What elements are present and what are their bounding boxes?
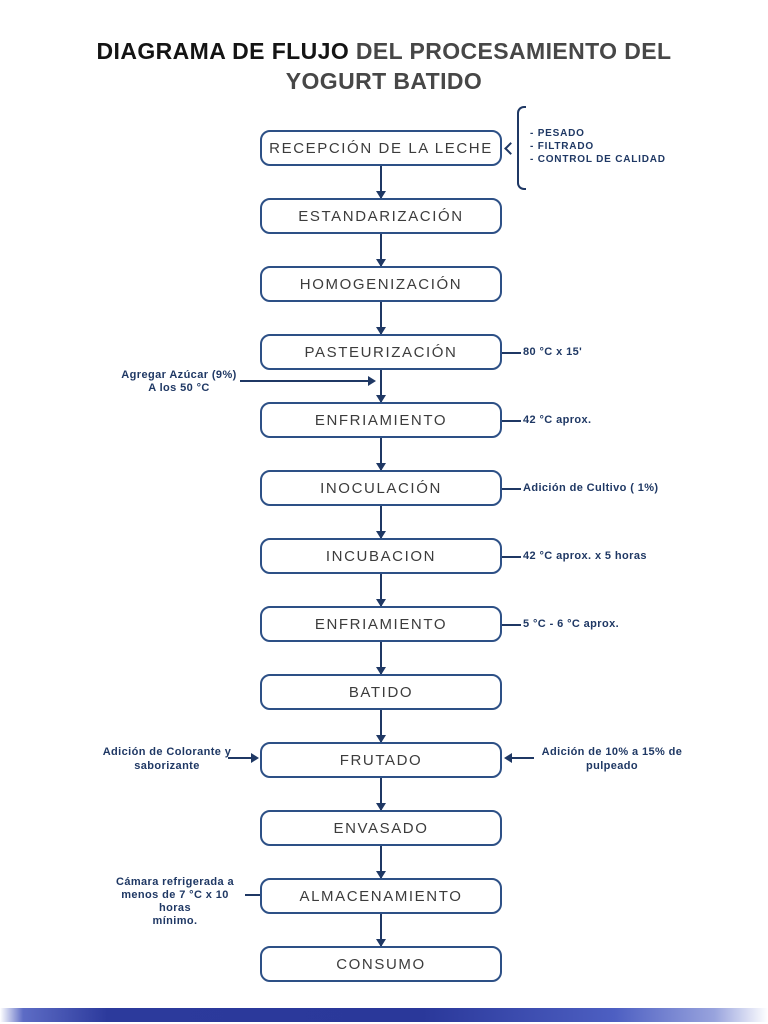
connector-line-inoculacion [502,488,521,490]
flow-step-box: HOMOGENIZACIÓN [260,266,502,302]
note-camara-line2: menos de 7 °C x 10 horas [121,889,229,914]
note-camara-line3: mínimo. [152,915,198,927]
flow-step-label: ESTANDARIZACIÓN [298,207,464,225]
connector-line-enfriamiento1 [502,420,521,422]
flow-arrow-down [376,166,386,199]
flow-step-box: FRUTADO [260,742,502,778]
flow-arrow-down [376,914,386,947]
flow-arrow-down [376,846,386,879]
arrow-colorante [228,753,259,763]
flow-step-label: ENFRIAMIENTO [314,411,448,429]
flow-step-box: ENFRIAMIENTO [260,606,502,642]
reception-note-filtrado: - FILTRADO [530,141,594,152]
note-azucar: Agregar Azúcar (9%) A los 50 °C [118,369,240,395]
page-title-line1: DIAGRAMA DE FLUJO DEL PROCESAMIENTO DEL [0,36,768,66]
flow-step-box: CONSUMO [260,946,502,982]
flow-step-label: CONSUMO [336,955,426,973]
flow-step-box: ALMACENAMIENTO [260,878,502,914]
flow-step-label: ENVASADO [333,819,429,837]
page-title-part1: DIAGRAMA DE FLUJO [96,38,350,64]
connector-line-camara [245,894,260,896]
flow-step-label: BATIDO [348,683,414,701]
flow-step-box: ENVASADO [260,810,502,846]
flow-step-label: INOCULACIÓN [320,479,442,497]
note-enfriamiento1: 42 °C aprox. [523,414,592,426]
note-azucar-line2: A los 50 °C [148,382,210,394]
reception-note-control: - CONTROL DE CALIDAD [530,154,666,165]
flow-step-box: ESTANDARIZACIÓN [260,198,502,234]
flow-arrow-down [376,370,386,403]
flow-arrow-down [376,438,386,471]
flow-arrow-down [376,710,386,743]
reception-notes-list: - PESADO - FILTRADO - CONTROL DE CALIDAD [530,127,666,166]
note-colorante: Adición de Colorante y saborizante [102,745,232,773]
note-pulpeado: Adición de 10% a 15% de pulpeado [536,745,688,773]
flow-arrow-down [376,506,386,539]
flow-step-label: HOMOGENIZACIÓN [299,275,463,293]
page-footer-bar [0,1008,768,1022]
note-pulpeado-line1: Adición de 10% a 15% de [541,746,683,758]
flow-arrow-down [376,778,386,811]
connector-line-incubacion [502,556,521,558]
flow-step-label: RECEPCIÓN DE LA LECHE [269,139,493,157]
note-pulpeado-line2: pulpeado [585,760,639,772]
flow-step-box: BATIDO [260,674,502,710]
page-title-part2: DEL PROCESAMIENTO DEL [349,38,672,64]
flow-step-label: INCUBACION [325,547,437,565]
note-inoculacion: Adición de Cultivo ( 1%) [523,482,659,494]
flow-arrow-down [376,302,386,335]
flow-step-label: ALMACENAMIENTO [299,887,463,905]
note-colorante-line2: saborizante [134,760,200,772]
note-camara-line1: Cámara refrigerada a [115,876,235,888]
note-camara: Cámara refrigerada a menos de 7 °C x 10 … [106,876,244,928]
flow-arrow-down [376,574,386,607]
arrow-pulpeado [504,753,534,763]
flow-step-box: PASTEURIZACIÓN [260,334,502,370]
connector-line-enfriamiento2 [502,624,521,626]
connector-line-pasteurizacion [502,352,521,354]
note-azucar-line1: Agregar Azúcar (9%) [121,369,237,381]
flow-arrow-down [376,642,386,675]
reception-note-pesado: - PESADO [530,128,585,139]
bracket-pointer-icon [504,142,517,155]
flow-step-label: ENFRIAMIENTO [314,615,448,633]
flow-step-box: ENFRIAMIENTO [260,402,502,438]
note-pasteurizacion: 80 °C x 15' [523,346,583,358]
flow-arrow-down [376,234,386,267]
note-colorante-line1: Adición de Colorante y [102,746,232,758]
note-enfriamiento2: 5 °C - 6 °C aprox. [523,618,620,630]
flow-step-box: INOCULACIÓN [260,470,502,506]
flow-step-box: INCUBACION [260,538,502,574]
arrow-azucar [240,376,376,386]
note-incubacion: 42 °C aprox. x 5 horas [523,550,647,562]
flow-step-box: RECEPCIÓN DE LA LECHE [260,130,502,166]
bracket-brace [517,106,526,190]
flow-step-label: FRUTADO [339,751,423,769]
flow-step-label: PASTEURIZACIÓN [304,343,458,361]
page-title: DIAGRAMA DE FLUJO DEL PROCESAMIENTO DEL … [0,36,768,96]
page-title-line2: YOGURT BATIDO [285,68,483,94]
